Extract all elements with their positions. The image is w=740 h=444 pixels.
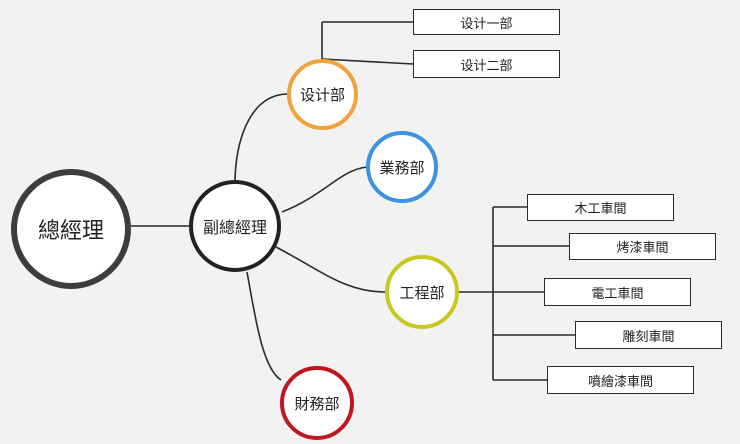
box-design-unit-2[interactable]: 设计二部 xyxy=(413,50,560,78)
finance-department-label: 財務部 xyxy=(294,394,340,413)
box-paint-baking-workshop[interactable]: 烤漆車間 xyxy=(569,233,716,260)
link-deputy-engineering xyxy=(275,246,386,293)
design-department-label: 设计部 xyxy=(299,86,345,104)
node-general-manager[interactable]: 總經理 xyxy=(11,169,131,289)
woodwork-workshop-label: 木工車間 xyxy=(574,202,627,217)
node-design-department[interactable]: 设计部 xyxy=(287,59,358,130)
node-deputy-label: 副總經理 xyxy=(202,218,267,237)
link-deputy-finance xyxy=(246,271,282,381)
box-carving-workshop[interactable]: 雕刻車間 xyxy=(575,321,722,349)
box-electrical-workshop[interactable]: 電工車間 xyxy=(544,278,691,306)
node-deputy-general-manager[interactable]: 副總經理 xyxy=(189,180,281,272)
electrical-workshop-label: 電工車間 xyxy=(591,286,644,302)
box-spray-paint-workshop[interactable]: 噴繪漆車間 xyxy=(547,366,694,394)
design-unit-2-label: 设计二部 xyxy=(460,58,513,74)
node-engineering-department[interactable]: 工程部 xyxy=(385,255,459,329)
link-deputy-business xyxy=(281,166,368,213)
spray-paint-workshop-label: 噴繪漆車間 xyxy=(587,374,653,390)
node-finance-department[interactable]: 財務部 xyxy=(280,366,354,440)
box-design-unit-1[interactable]: 设计一部 xyxy=(413,9,560,35)
box-woodwork-workshop[interactable]: 木工車間 xyxy=(527,194,674,221)
business-department-label: 業務部 xyxy=(379,158,425,177)
engineering-department-label: 工程部 xyxy=(399,283,445,302)
node-general-manager-label: 總經理 xyxy=(37,219,104,244)
paint-baking-workshop-label: 烤漆車間 xyxy=(616,241,669,256)
link-deputy-design xyxy=(234,93,288,181)
design-unit-1-label: 设计一部 xyxy=(460,16,513,32)
carving-workshop-label: 雕刻車間 xyxy=(622,329,675,345)
link-design-unit-2 xyxy=(321,58,414,65)
node-business-department[interactable]: 業務部 xyxy=(366,131,438,203)
